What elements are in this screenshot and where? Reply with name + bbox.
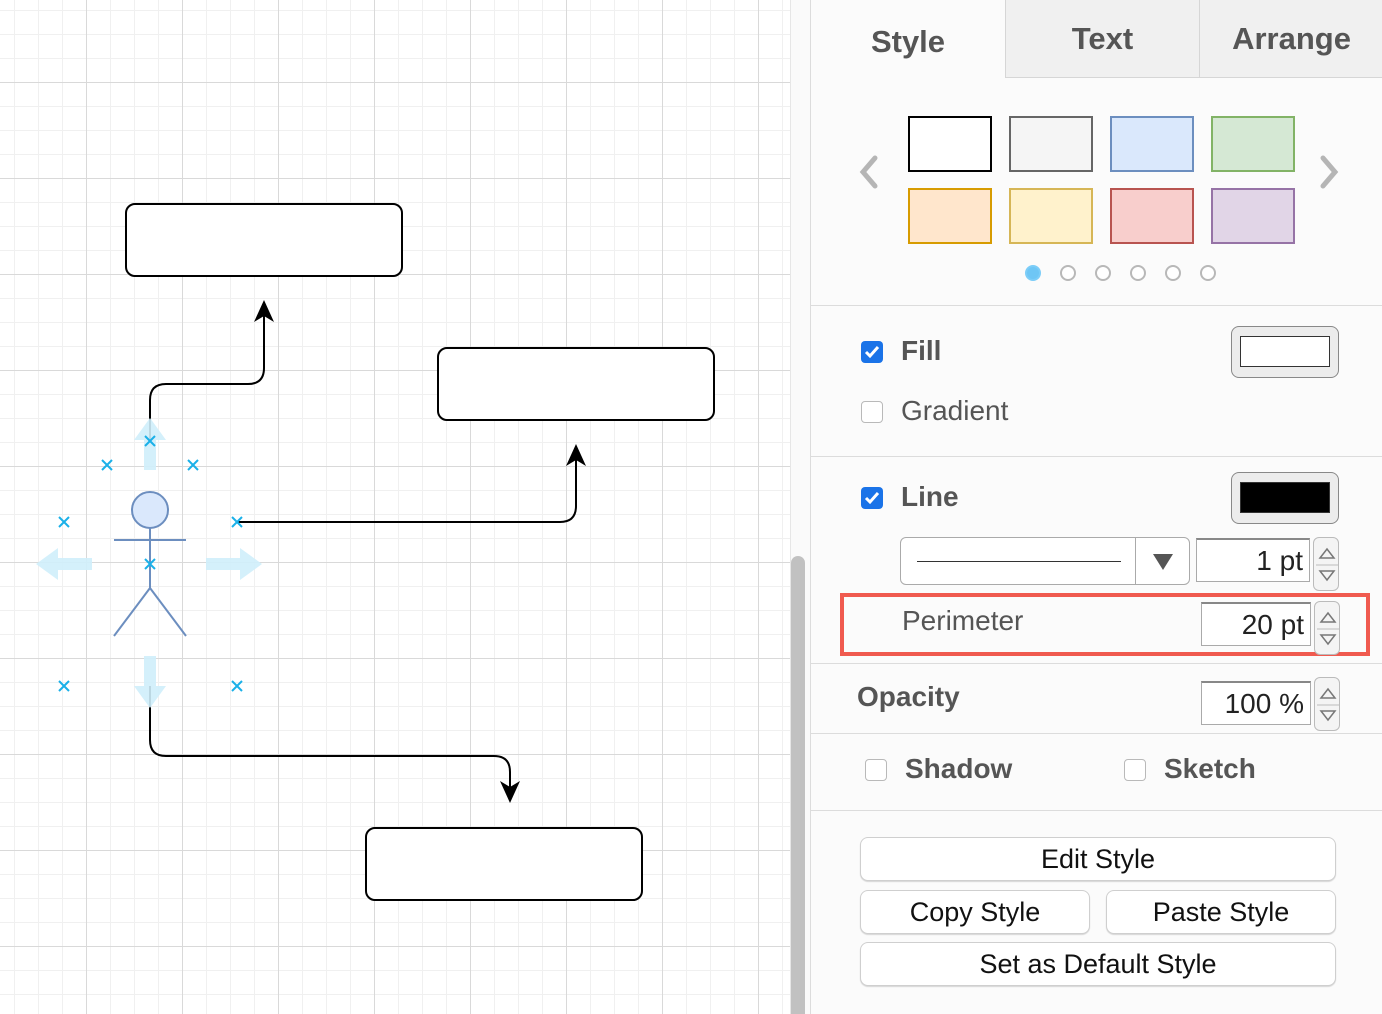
divider xyxy=(811,810,1382,811)
perimeter-input[interactable]: 20 pt xyxy=(1201,602,1311,646)
palette-page-dot[interactable] xyxy=(1060,265,1076,281)
edit-style-button[interactable]: Edit Style xyxy=(860,837,1336,881)
set-as-default-style-button[interactable]: Set as Default Style xyxy=(860,942,1336,986)
chevron-left-icon[interactable] xyxy=(857,152,881,198)
style-swatch[interactable] xyxy=(1009,188,1093,244)
quick-connect-down-arrow xyxy=(134,656,166,708)
line-width-stepper[interactable] xyxy=(1313,537,1339,591)
palette-page-dot[interactable] xyxy=(1130,265,1146,281)
gradient-label: Gradient xyxy=(901,395,1009,426)
fill-label: Fill xyxy=(901,335,942,366)
edge-arrowhead-bottom xyxy=(500,781,520,803)
rectangle-bottom[interactable] xyxy=(365,827,643,901)
shadow-label: Shadow xyxy=(905,753,1013,784)
quick-connect-arrows[interactable] xyxy=(36,418,262,708)
shadow-checkbox[interactable] xyxy=(865,759,887,781)
style-swatch[interactable] xyxy=(1009,116,1093,172)
opacity-input[interactable]: 100 % xyxy=(1201,681,1311,725)
divider xyxy=(811,663,1382,664)
divider xyxy=(811,456,1382,457)
copy-style-button[interactable]: Copy Style xyxy=(860,890,1090,934)
opacity-label: Opacity xyxy=(857,681,960,712)
palette-page-dot[interactable] xyxy=(1025,265,1041,281)
fill-color-preview xyxy=(1240,336,1330,367)
quick-connect-up-arrow xyxy=(134,418,166,470)
solid-line-preview xyxy=(917,561,1121,562)
edge-to-bottom-rectangle[interactable] xyxy=(149,686,511,792)
actor-shape[interactable] xyxy=(113,491,187,637)
format-panel: Style Text Arrange Fill Gradient Line 1 … xyxy=(810,0,1382,1014)
edge-to-right-rectangle[interactable] xyxy=(236,454,577,523)
line-pattern-select[interactable] xyxy=(900,537,1190,585)
quick-connect-left-arrow xyxy=(36,548,92,580)
sketch-checkbox[interactable] xyxy=(1124,759,1146,781)
palette-page-dot[interactable] xyxy=(1095,265,1111,281)
opacity-stepper[interactable] xyxy=(1314,677,1340,731)
edge-to-top-rectangle[interactable] xyxy=(149,310,265,440)
line-label: Line xyxy=(901,481,959,512)
dropdown-divider xyxy=(1135,538,1136,584)
line-width-input[interactable]: 1 pt xyxy=(1196,538,1310,582)
perimeter-highlight-box xyxy=(840,593,1370,656)
style-swatch[interactable] xyxy=(1211,188,1295,244)
perimeter-label: Perimeter xyxy=(902,605,1024,636)
sketch-label: Sketch xyxy=(1164,753,1256,784)
style-swatch[interactable] xyxy=(908,188,992,244)
connection-points[interactable] xyxy=(58,435,243,692)
chevron-right-icon[interactable] xyxy=(1317,152,1341,198)
line-color-button[interactable] xyxy=(1231,472,1339,524)
line-checkbox[interactable] xyxy=(861,487,883,509)
rectangle-right[interactable] xyxy=(437,347,715,421)
fill-checkbox[interactable] xyxy=(861,341,883,363)
palette-page-dot[interactable] xyxy=(1200,265,1216,281)
perimeter-stepper[interactable] xyxy=(1314,601,1340,655)
style-swatch[interactable] xyxy=(1110,116,1194,172)
style-swatch[interactable] xyxy=(1110,188,1194,244)
style-swatch[interactable] xyxy=(908,116,992,172)
gradient-checkbox[interactable] xyxy=(861,401,883,423)
fill-color-button[interactable] xyxy=(1231,326,1339,378)
line-color-preview xyxy=(1240,482,1330,513)
tab-style[interactable]: Style xyxy=(811,0,1005,78)
divider xyxy=(811,733,1382,734)
edge-arrowhead-top xyxy=(254,300,274,322)
divider xyxy=(811,305,1382,306)
triangle-down-icon xyxy=(1153,554,1173,570)
paste-style-button[interactable]: Paste Style xyxy=(1106,890,1336,934)
diagram-svg xyxy=(36,203,715,901)
tab-text[interactable]: Text xyxy=(1005,0,1199,78)
tab-arrange[interactable]: Arrange xyxy=(1199,0,1382,78)
rectangle-top[interactable] xyxy=(125,203,403,277)
canvas-scrollbar-thumb[interactable] xyxy=(791,556,805,1014)
diagram-canvas[interactable] xyxy=(0,0,790,1014)
quick-connect-right-arrow xyxy=(206,548,262,580)
edge-arrowhead-right xyxy=(566,444,586,466)
palette-page-dot[interactable] xyxy=(1165,265,1181,281)
style-swatch[interactable] xyxy=(1211,116,1295,172)
